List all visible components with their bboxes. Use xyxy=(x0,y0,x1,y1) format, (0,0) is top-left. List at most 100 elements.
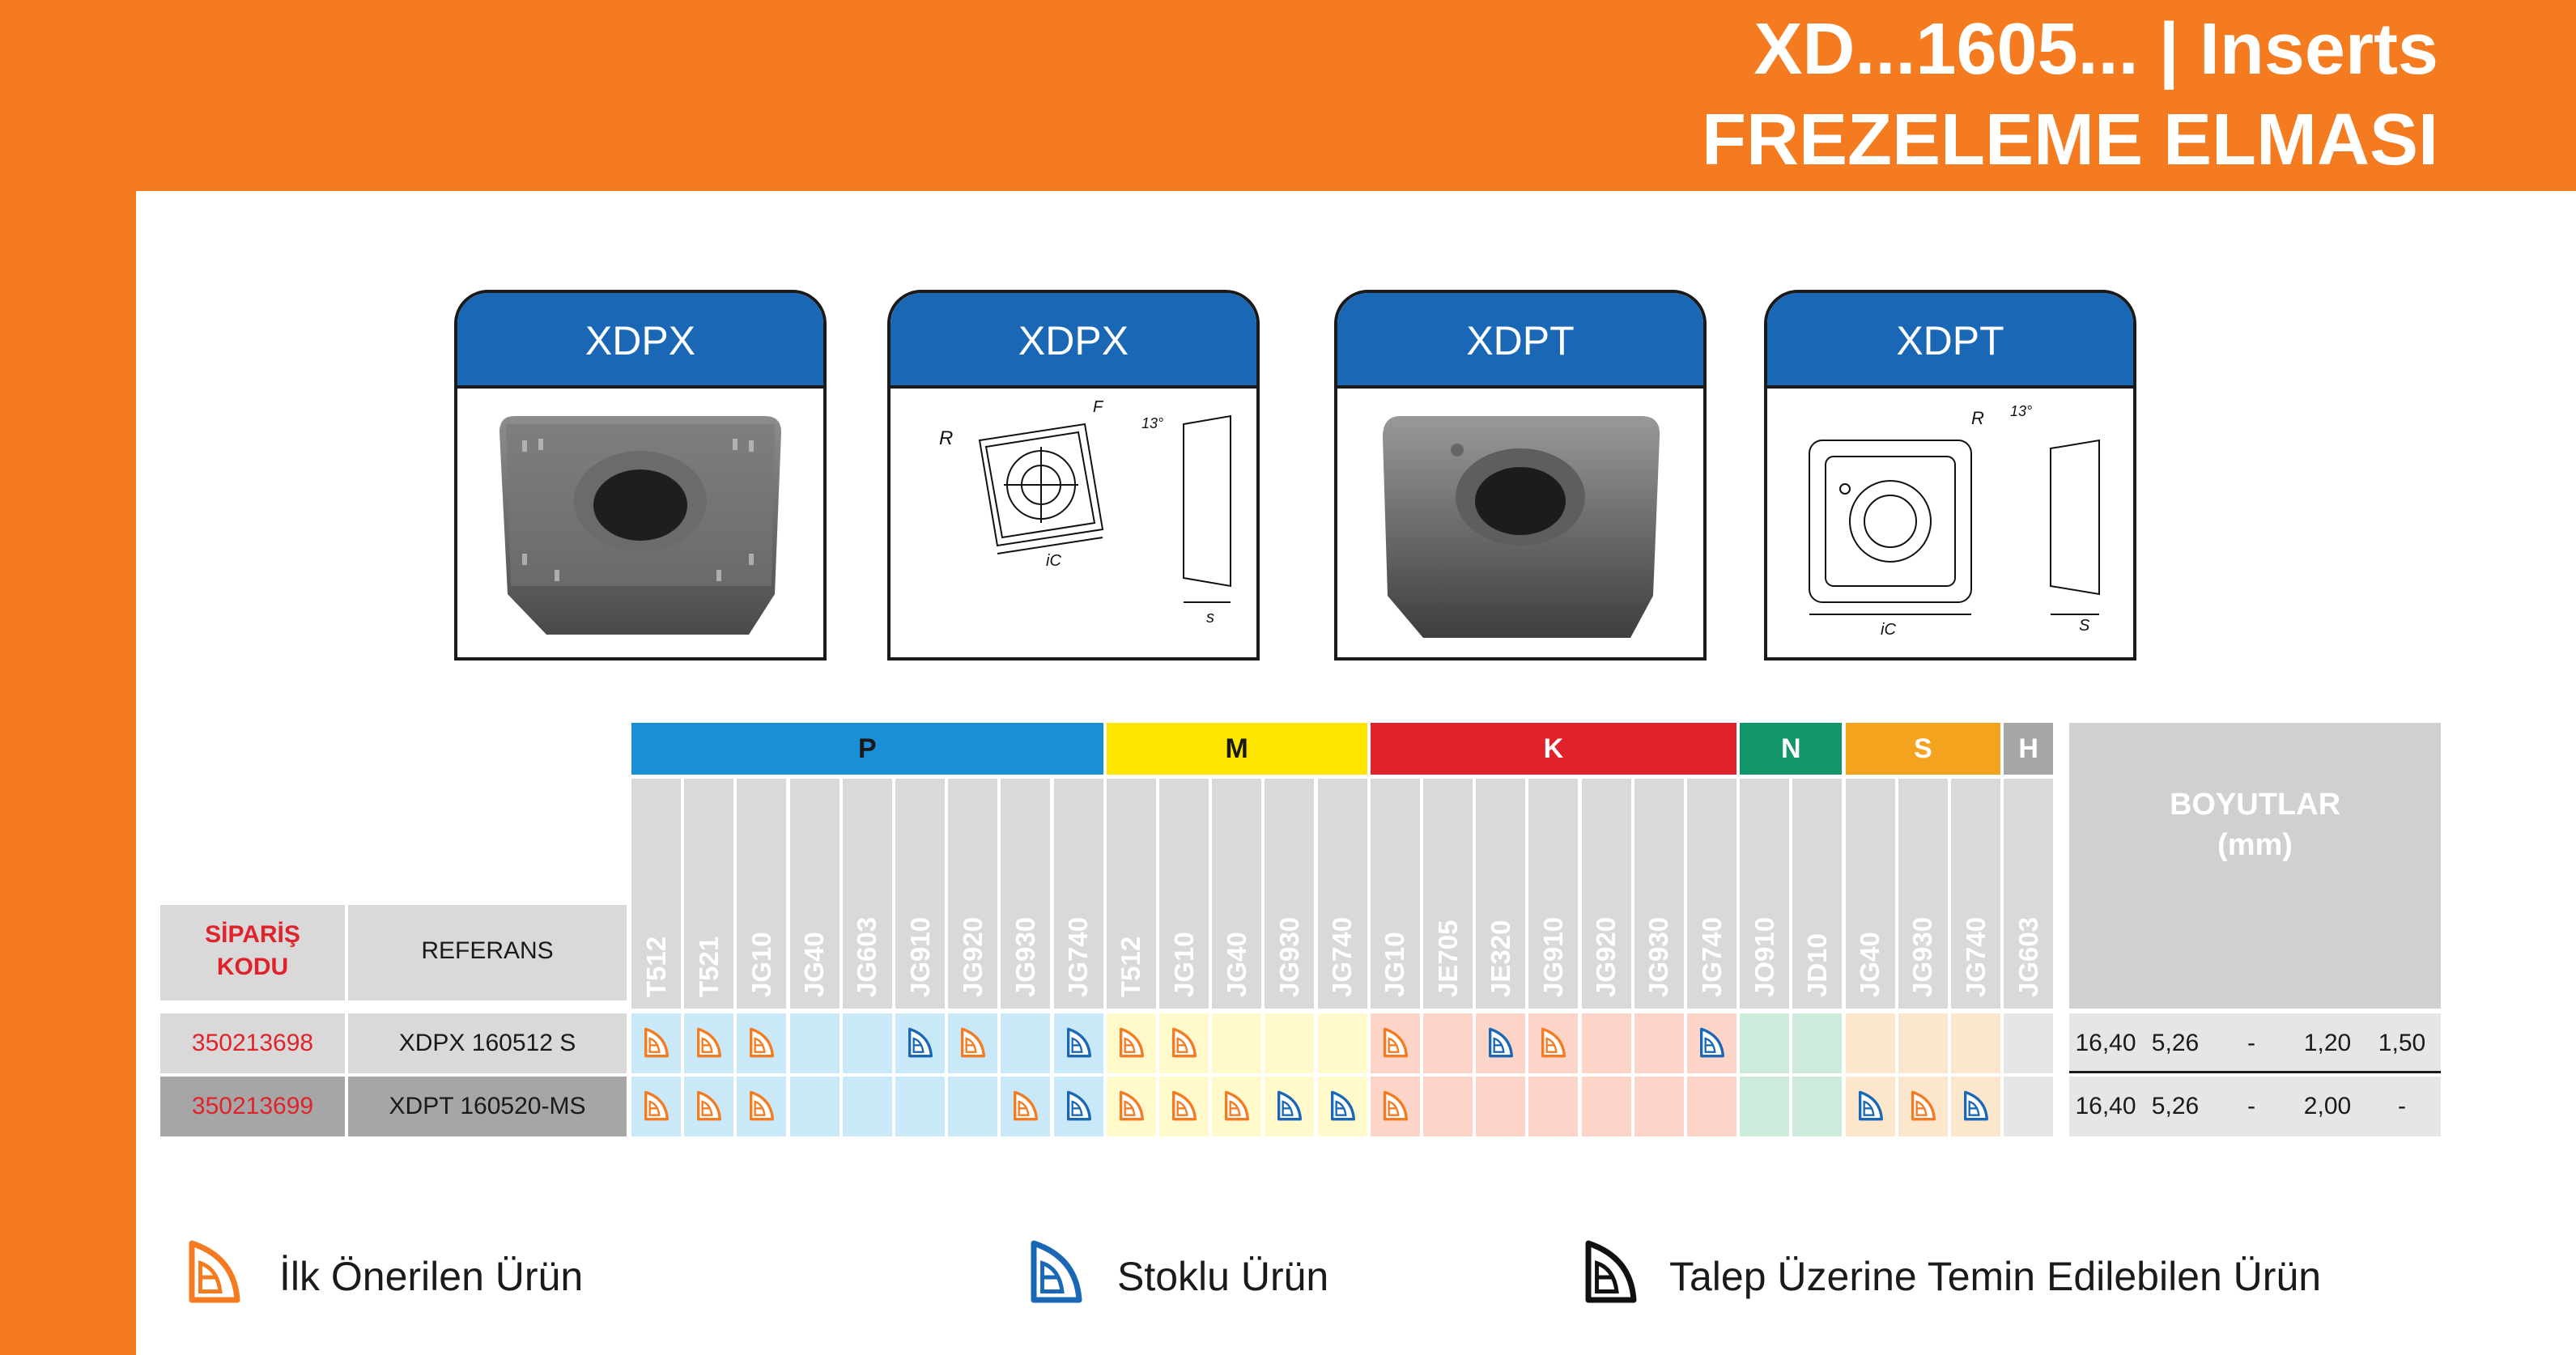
grade-name: JG920 xyxy=(1591,916,1622,997)
grade-cell xyxy=(1581,1077,1631,1136)
grade-cell xyxy=(895,1013,945,1073)
svg-text:S: S xyxy=(2079,617,2090,635)
grade-name: JG920 xyxy=(957,916,988,997)
material-group-header: K xyxy=(1370,723,1736,775)
card-xdpx-drawing: XDPX R F 13° iC s xyxy=(887,290,1260,661)
reference-cell: XDPT 160520-MS xyxy=(348,1077,627,1136)
grade-cell xyxy=(1845,1013,1895,1073)
card-title: XDPT xyxy=(1337,293,1703,389)
grade-cell xyxy=(737,1013,787,1073)
grade-cell xyxy=(1106,1013,1156,1073)
grade-column-header: JG40 xyxy=(1845,779,1895,1009)
in-stock-icon xyxy=(1028,1235,1085,1308)
grade-cell xyxy=(1740,1013,1790,1073)
grade-name: JG10 xyxy=(1379,932,1410,997)
first-recommended-icon xyxy=(957,1026,989,1059)
on-request-icon xyxy=(1583,1235,1639,1308)
dimension-value: 16,40 xyxy=(2075,1030,2136,1056)
grade-cell xyxy=(1845,1077,1895,1136)
first-recommended-icon xyxy=(746,1090,778,1122)
grade-name: JG40 xyxy=(799,932,830,997)
grade-cell xyxy=(1053,1013,1103,1073)
grade-name: JG40 xyxy=(1221,932,1252,997)
dimensions-title: BOYUTLAR xyxy=(2169,788,2341,822)
order-code-header: SİPARİŞ KODU xyxy=(160,905,345,1000)
in-stock-icon xyxy=(1855,1090,1887,1122)
grade-column-header: JE320 xyxy=(1476,779,1526,1009)
grade-column-header: JG930 xyxy=(1898,779,1948,1009)
dimensions-header: BOYUTLAR (mm) xyxy=(2069,723,2441,1009)
grade-column-header: JG930 xyxy=(1634,779,1684,1009)
card-title: XDPX xyxy=(457,293,823,389)
grade-cell xyxy=(2004,1077,2054,1136)
order-code: 350213699 xyxy=(191,1093,314,1119)
grade-column-header: JG740 xyxy=(1053,779,1103,1009)
insert-drawing: R F 13° iC s xyxy=(891,392,1256,657)
card-xdpx-photo: XDPX xyxy=(454,290,827,661)
first-recommended-icon xyxy=(1221,1090,1253,1122)
grade-column-header: JG10 xyxy=(737,779,787,1009)
reference-cell: XDPX 160512 S xyxy=(348,1013,627,1073)
grade-name: JD10 xyxy=(1801,933,1832,997)
svg-text:iC: iC xyxy=(1881,621,1896,639)
first-recommended-icon xyxy=(1537,1026,1570,1059)
grade-cell xyxy=(2004,1013,2054,1073)
grade-column-header: JG920 xyxy=(948,779,998,1009)
grade-cell xyxy=(842,1013,892,1073)
grade-cell xyxy=(1951,1013,2000,1073)
first-recommended-icon xyxy=(1116,1026,1148,1059)
grade-column-header: JG740 xyxy=(1687,779,1736,1009)
first-recommended-icon xyxy=(1379,1090,1412,1122)
grade-name: JG603 xyxy=(2013,916,2043,997)
grade-cell xyxy=(948,1077,998,1136)
grade-name: JG930 xyxy=(1010,916,1040,997)
grade-name: JG740 xyxy=(1327,916,1358,997)
grade-cell xyxy=(842,1077,892,1136)
grade-column-header: JG10 xyxy=(1370,779,1420,1009)
svg-text:13°: 13° xyxy=(2010,403,2032,419)
in-stock-icon xyxy=(1063,1090,1095,1122)
card-title: XDPX xyxy=(891,293,1256,389)
grade-name: JG740 xyxy=(1696,916,1727,997)
grade-cell xyxy=(1792,1077,1843,1136)
grade-cell xyxy=(1001,1013,1051,1073)
grade-column-header: JG930 xyxy=(1265,779,1315,1009)
grade-cell xyxy=(1898,1013,1948,1073)
grade-cell xyxy=(948,1013,998,1073)
in-stock-icon xyxy=(1063,1026,1095,1059)
grade-cell xyxy=(1740,1077,1790,1136)
grade-name: JO910 xyxy=(1749,916,1779,997)
grade-name: JG10 xyxy=(746,932,776,997)
grade-column-header: JG740 xyxy=(1951,779,2000,1009)
grade-name: JG740 xyxy=(1063,916,1094,997)
dimension-value: 5,26 xyxy=(2151,1030,2200,1056)
grade-cell xyxy=(1001,1077,1051,1136)
grade-cell xyxy=(1423,1013,1473,1073)
grade-column-header: JG920 xyxy=(1581,779,1631,1009)
grade-cell xyxy=(789,1077,840,1136)
grade-cell xyxy=(1265,1077,1315,1136)
grade-cell xyxy=(1898,1077,1948,1136)
grade-name: JG740 xyxy=(1960,916,1991,997)
grade-cell xyxy=(684,1013,734,1073)
grade-cell xyxy=(789,1013,840,1073)
dimension-value: 1,50 xyxy=(2378,1030,2426,1056)
grade-column-header: JG603 xyxy=(2004,779,2054,1009)
first-recommended-icon xyxy=(746,1026,778,1059)
grade-cell xyxy=(1212,1013,1262,1073)
card-title: XDPT xyxy=(1767,293,2133,389)
grade-name: JG930 xyxy=(1273,916,1304,997)
grade-column-header: JG740 xyxy=(1317,779,1367,1009)
legend-label: İlk Önerilen Ürün xyxy=(279,1254,584,1299)
grade-cell xyxy=(1106,1077,1156,1136)
grade-column-header: JO910 xyxy=(1740,779,1790,1009)
material-group-header: S xyxy=(1845,723,2000,775)
grade-cell xyxy=(1528,1077,1579,1136)
grade-name: T512 xyxy=(640,936,671,997)
in-stock-icon xyxy=(1696,1026,1728,1059)
reference: XDPX 160512 S xyxy=(398,1030,576,1056)
grade-cell xyxy=(1317,1077,1367,1136)
grade-name: JG910 xyxy=(904,916,935,997)
in-stock-icon xyxy=(1327,1090,1359,1122)
reference-header: REFERANS xyxy=(348,905,627,1000)
